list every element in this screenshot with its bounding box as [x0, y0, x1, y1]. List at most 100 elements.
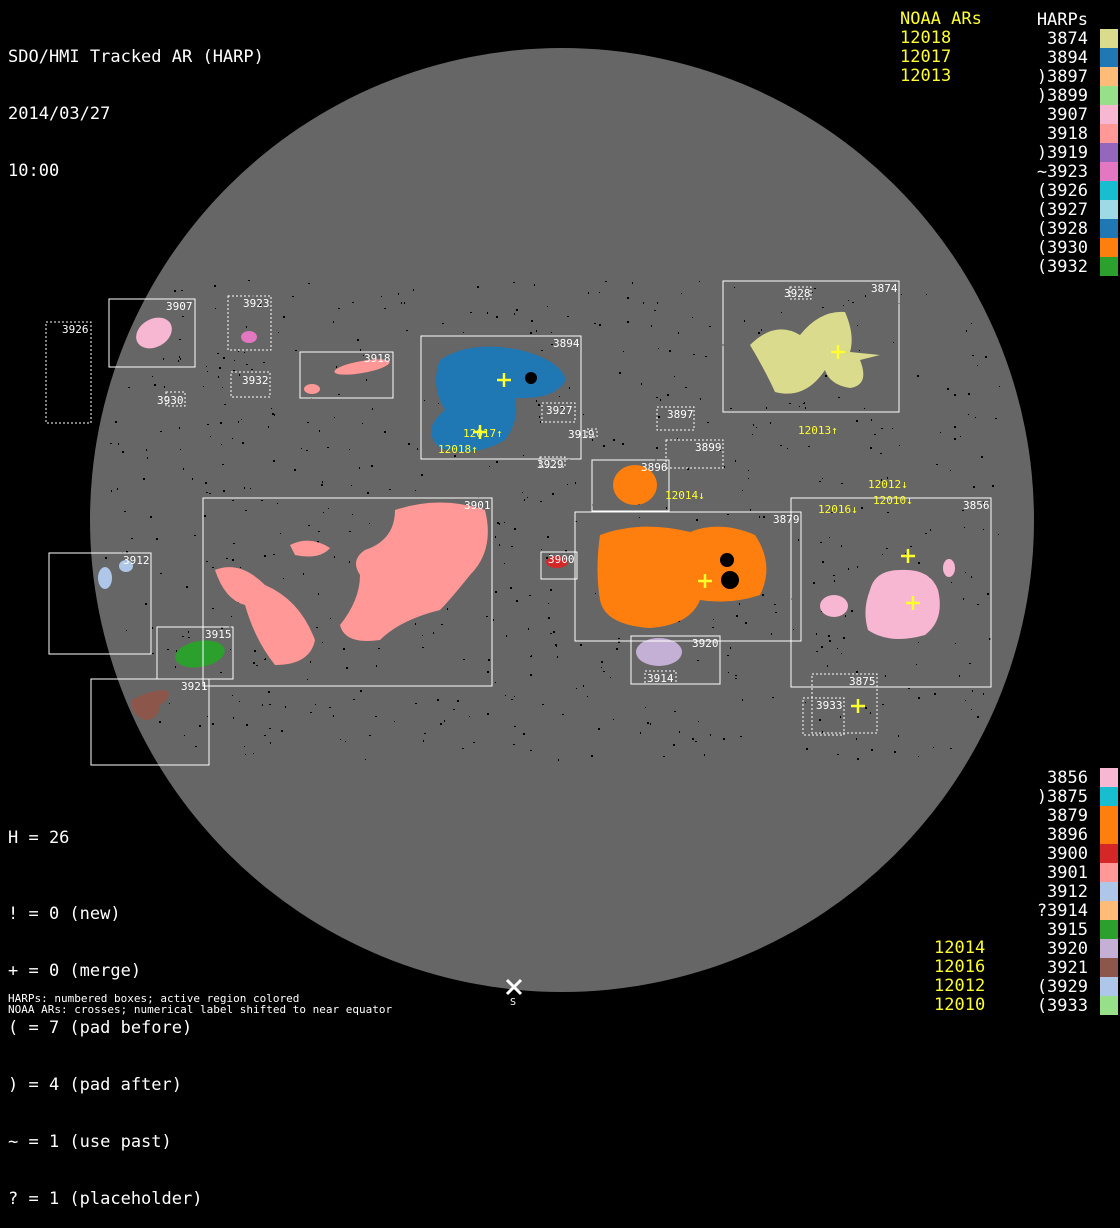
box-3929[interactable] [539, 456, 566, 468]
speck [264, 735, 266, 736]
speck [599, 292, 600, 293]
speck [124, 511, 126, 512]
speck [175, 666, 176, 668]
speck [318, 593, 319, 595]
speck [669, 350, 671, 352]
speck [822, 307, 824, 308]
speck [613, 719, 614, 720]
speck [627, 321, 629, 323]
speck [845, 615, 846, 617]
harp-id: )3899 [1036, 85, 1088, 106]
active-regions [98, 311, 955, 720]
box-3874[interactable] [722, 280, 900, 413]
box-3919[interactable] [586, 428, 598, 438]
box-3897[interactable] [656, 406, 695, 431]
speck [334, 556, 335, 558]
speck [462, 748, 464, 749]
box-3918[interactable] [299, 351, 394, 399]
speck [541, 549, 542, 550]
speck [918, 562, 920, 564]
box-3896[interactable] [591, 459, 670, 512]
speck [724, 466, 725, 468]
speck [553, 631, 555, 633]
speck [230, 649, 231, 650]
box-3923[interactable] [227, 295, 272, 351]
speck [618, 638, 620, 639]
speck [753, 424, 754, 426]
speck [871, 749, 873, 751]
speck [454, 455, 456, 457]
box-3901[interactable] [202, 497, 493, 687]
speck [384, 308, 386, 309]
box-3930[interactable] [165, 391, 186, 407]
speck [499, 523, 500, 525]
box-3879[interactable] [574, 511, 802, 642]
speck [143, 478, 145, 480]
speck [122, 451, 124, 453]
box-3900[interactable] [540, 551, 578, 580]
box-3856[interactable] [790, 497, 992, 688]
box-3912[interactable] [48, 552, 152, 655]
speck [245, 754, 246, 755]
harp-legend-row: ~3923 [1000, 162, 1120, 182]
speck [861, 507, 863, 509]
stats-h: H = 26 [8, 828, 70, 848]
speck [681, 293, 682, 294]
speck [394, 721, 395, 722]
speck [780, 445, 782, 446]
region-3856c [943, 559, 955, 577]
box-3907[interactable] [108, 298, 196, 368]
speck [406, 330, 408, 331]
box-3933[interactable] [802, 697, 845, 736]
speck [857, 566, 858, 568]
speck [231, 616, 232, 617]
speck [641, 383, 642, 385]
speck [674, 711, 676, 712]
speck [827, 665, 828, 667]
box-3921[interactable] [90, 678, 210, 766]
speck [147, 457, 148, 459]
noaa-item: 12013 [900, 66, 952, 86]
harp-legend-row: (3929 [1000, 977, 1120, 997]
speck [789, 403, 791, 404]
harp-box-labels: 3926 3907 3923 3932 3930 3918 3894 3927 … [62, 282, 990, 712]
speck [713, 619, 714, 620]
box-3928[interactable] [789, 286, 812, 300]
speck [618, 641, 620, 643]
box-3914[interactable] [644, 670, 677, 685]
speck [825, 375, 827, 377]
box-3926[interactable] [45, 321, 92, 424]
harp-color-swatch [1100, 48, 1118, 67]
box-3894[interactable] [420, 335, 582, 460]
stats-list: ! = 0 (new) + = 0 (merge) ( = 7 (pad bef… [8, 867, 202, 1228]
speck [212, 608, 214, 609]
speck [775, 612, 777, 613]
speck [887, 477, 888, 479]
harp-color-swatch [1100, 863, 1118, 882]
speck [656, 447, 658, 449]
speck [822, 478, 823, 479]
speck [505, 695, 506, 696]
speck [804, 402, 805, 404]
speck [954, 394, 956, 396]
speck [220, 422, 222, 424]
speck [150, 516, 152, 518]
speck [381, 296, 382, 297]
speck [160, 431, 162, 432]
speck [363, 355, 364, 356]
box-3927[interactable] [541, 402, 576, 423]
harp-color-swatch [1100, 124, 1118, 143]
box-3899[interactable] [665, 439, 724, 469]
speck [736, 615, 738, 617]
speck [547, 306, 548, 307]
speck [212, 567, 214, 568]
footer-line-2: NOAA ARs: crosses; numerical label shift… [8, 1003, 393, 1016]
speck [759, 516, 760, 518]
speck [321, 484, 323, 486]
harp-legend-row: (3930 [1000, 238, 1120, 258]
harp-id: 3907 [1036, 104, 1088, 125]
harp-color-swatch [1100, 844, 1118, 863]
cross-icon [906, 596, 920, 610]
speck [126, 630, 127, 631]
speck [221, 627, 223, 629]
